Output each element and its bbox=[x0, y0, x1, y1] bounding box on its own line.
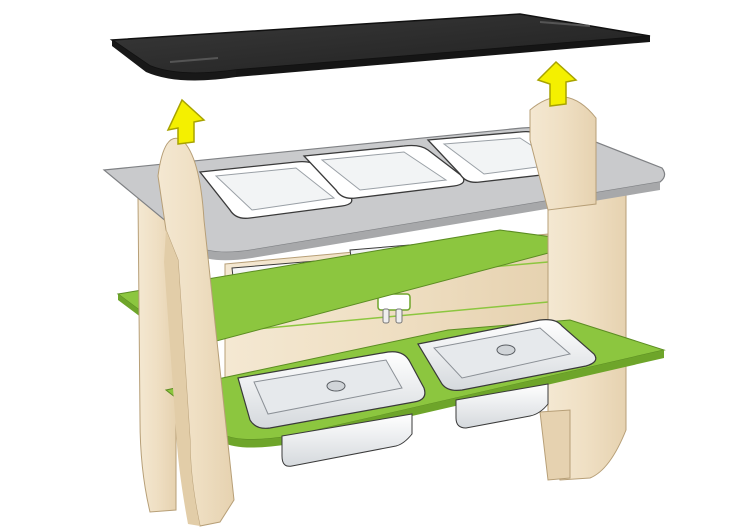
black-lid bbox=[109, 13, 651, 81]
arrow-up-icon bbox=[166, 98, 206, 145]
left-wood-leg-front bbox=[157, 137, 235, 527]
lower-left-pan bbox=[237, 351, 426, 467]
green-clip bbox=[377, 293, 411, 324]
top-well-left bbox=[198, 160, 353, 219]
right-wood-leg-top bbox=[529, 96, 597, 211]
arrow-up-icon bbox=[536, 60, 578, 107]
lower-right-pan bbox=[417, 319, 597, 429]
top-well-middle bbox=[302, 144, 465, 199]
